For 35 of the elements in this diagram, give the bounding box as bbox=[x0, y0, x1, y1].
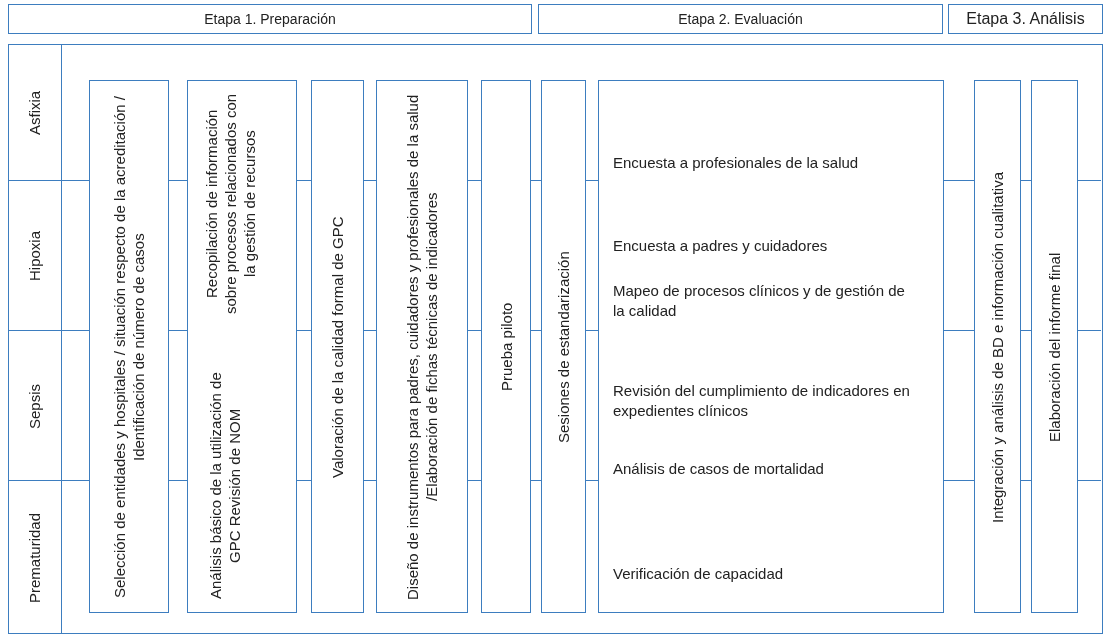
stage-title: Etapa 1. Preparación bbox=[204, 11, 336, 27]
step-text: Encuesta a padres y cuidadores bbox=[613, 236, 829, 256]
stage-title: Etapa 2. Evaluación bbox=[678, 11, 803, 27]
step-box bbox=[974, 80, 1021, 613]
step-box bbox=[598, 80, 944, 613]
step-text: Selección de entidades y hospitales / situación respecto de la acreditación / Identificación de número de casos bbox=[110, 94, 148, 600]
step-text: Diseño de instrumentos para padres, cuidadores y profesionales de la salud /Elaboración de fichas técnicas de indicadores bbox=[403, 92, 441, 602]
step-text: Integración y análisis de BD e información cualitativa bbox=[988, 170, 1007, 524]
step-text: Revisión del cumplimiento de indicadores en expedientes clínicos bbox=[613, 381, 911, 421]
step-text: Mapeo de procesos clínicos y de gestión de la calidad bbox=[613, 281, 906, 321]
row-label: Asfixia bbox=[24, 89, 44, 137]
step-box bbox=[376, 80, 468, 613]
stage-header bbox=[8, 4, 532, 34]
step-text: Análisis básico de la utilización de GPC Revisión de NOM bbox=[206, 371, 244, 601]
step-text: Verificación de capacidad bbox=[613, 564, 785, 584]
stage-title: Etapa 3. Análisis bbox=[966, 10, 1085, 28]
row-label: Prematuridad bbox=[24, 512, 44, 606]
step-text: Análisis de casos de mortalidad bbox=[613, 459, 825, 479]
step-text: Elaboración del informe final bbox=[1045, 250, 1064, 444]
frame bbox=[8, 44, 1103, 634]
row-label: Hipoxia bbox=[24, 230, 44, 283]
step-text: Encuesta a profesionales de la salud bbox=[613, 153, 860, 173]
step-box bbox=[311, 80, 364, 613]
step-text: Valoración de la calidad formal de GPC bbox=[328, 214, 347, 480]
stage-header bbox=[538, 4, 943, 34]
stage-header bbox=[948, 4, 1103, 34]
step-box bbox=[541, 80, 586, 613]
step-box bbox=[1031, 80, 1078, 613]
row-label: Sepsis bbox=[24, 382, 44, 431]
step-text: Sesiones de estandarización bbox=[554, 249, 573, 445]
step-text: Recopilación de información sobre procesos relacionados con la gestión de recursos bbox=[202, 92, 259, 317]
step-box bbox=[481, 80, 531, 613]
step-text: Prueba piloto bbox=[496, 301, 516, 393]
step-box bbox=[89, 80, 169, 613]
step-box bbox=[187, 80, 297, 613]
